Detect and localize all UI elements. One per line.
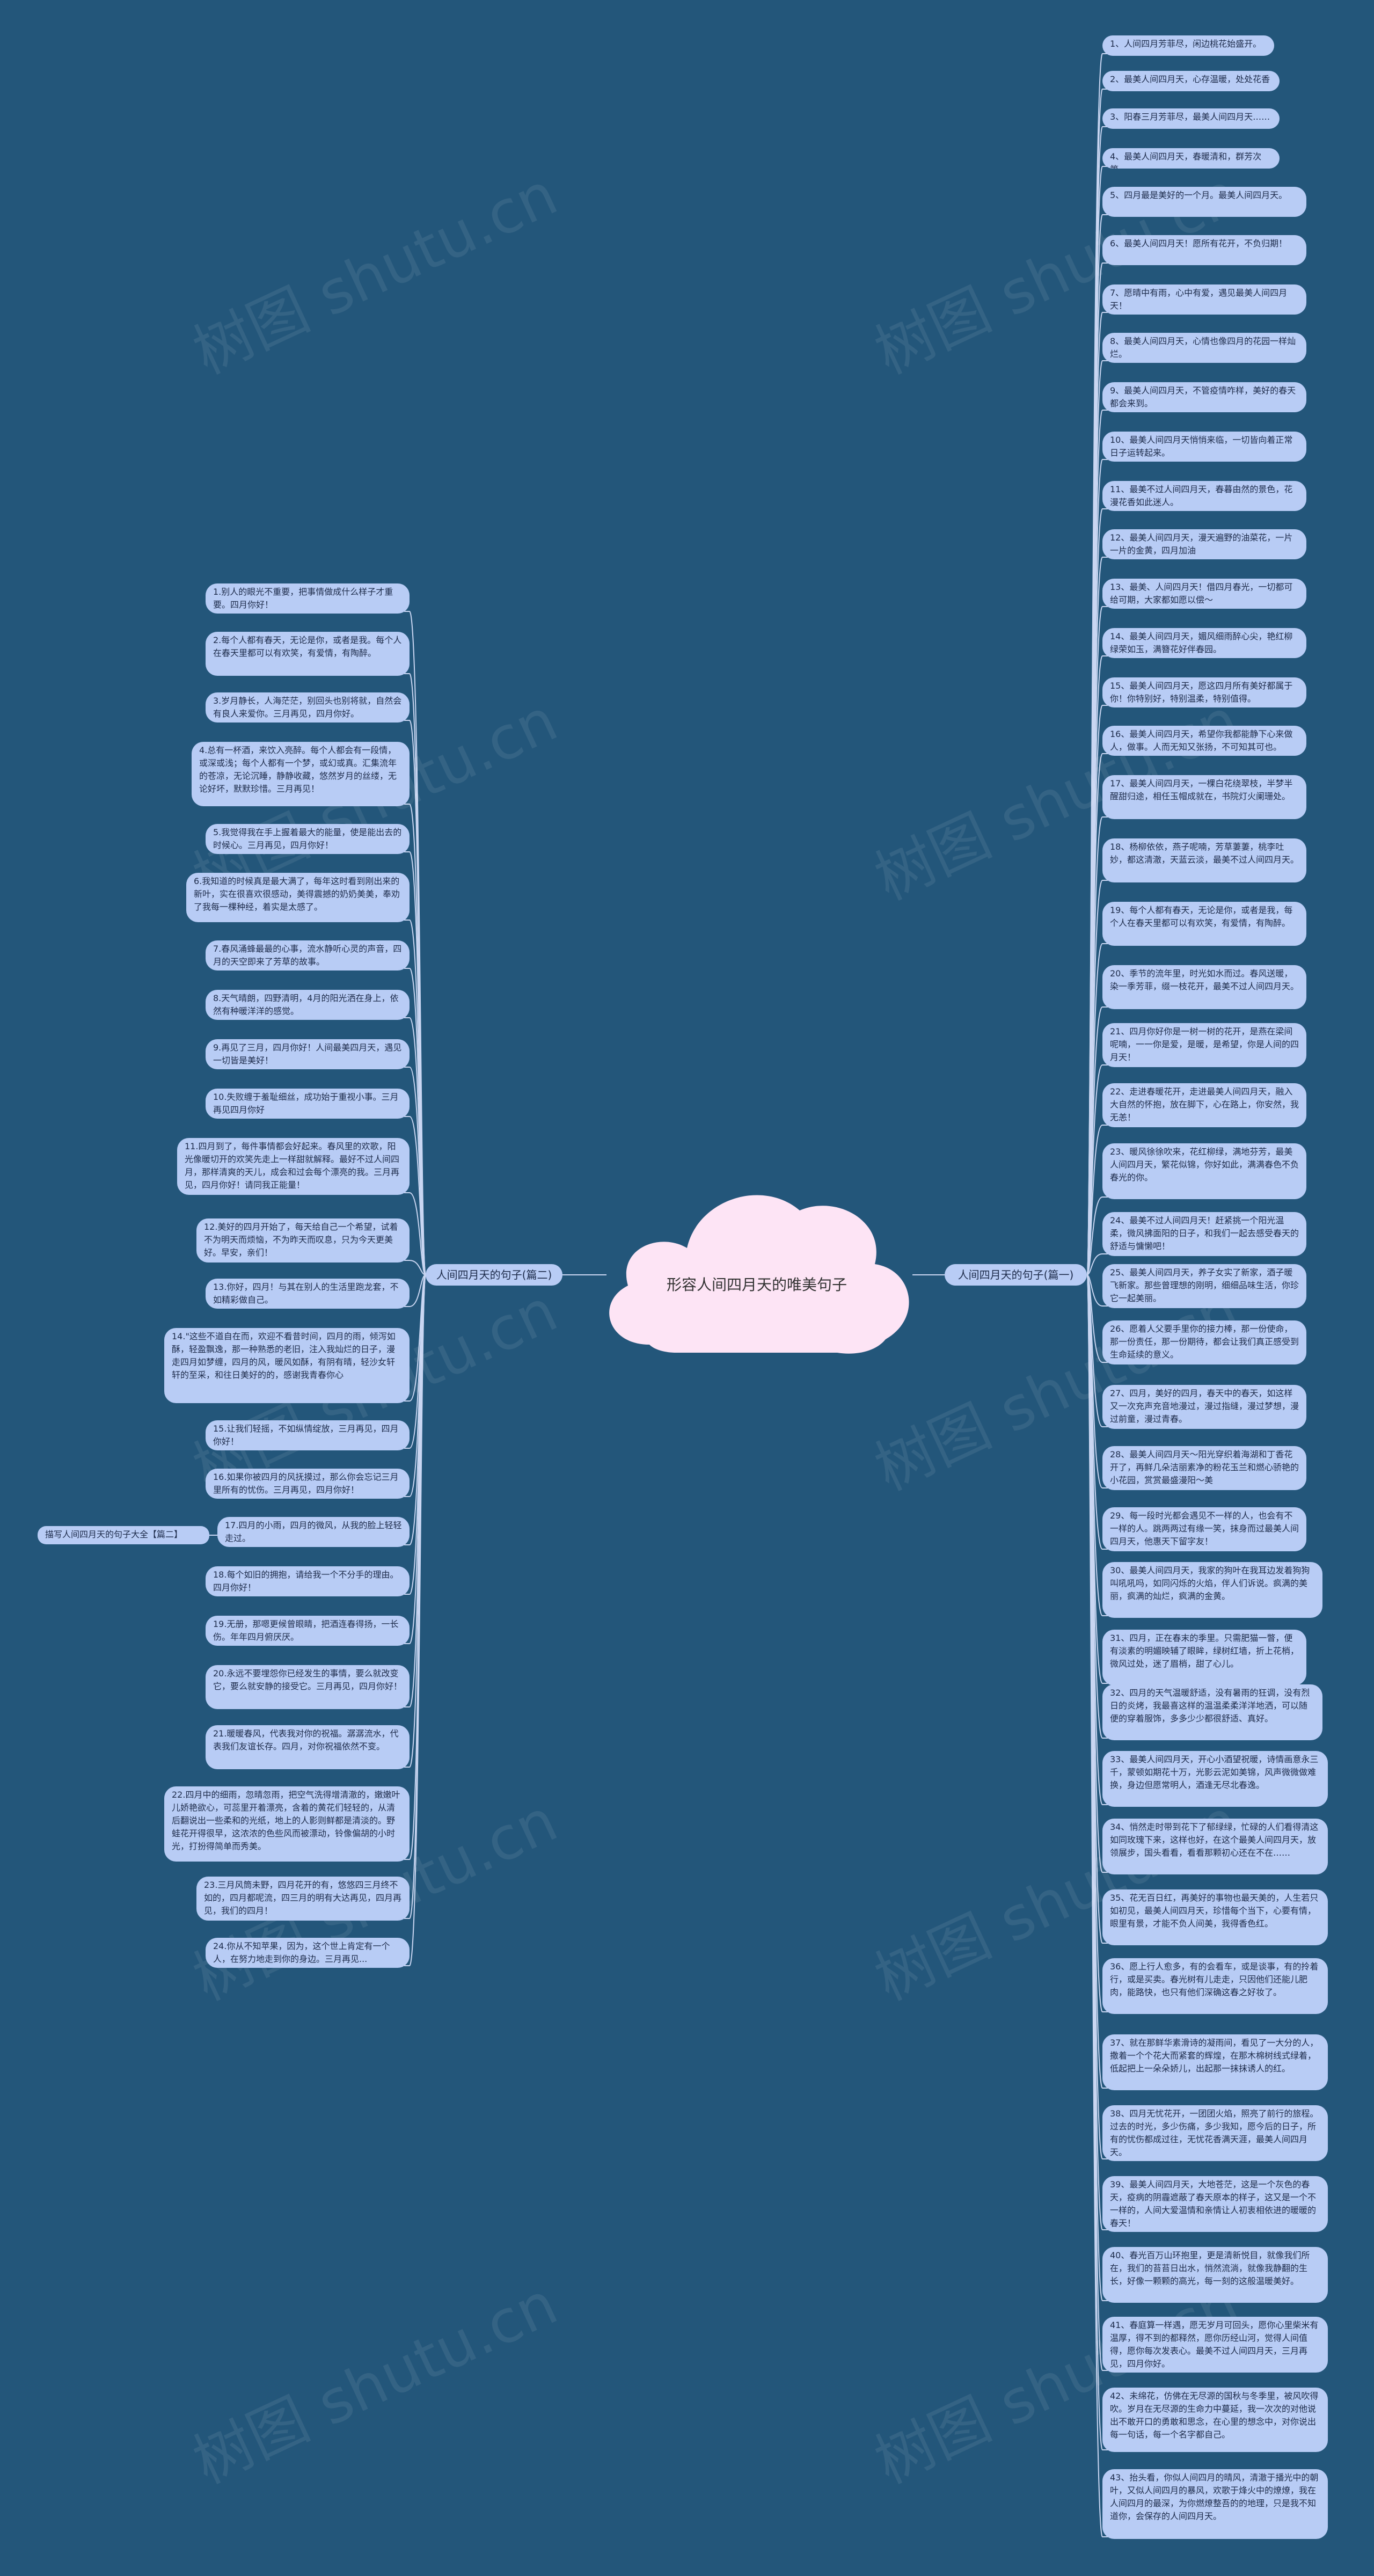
right-leaf-node[interactable]: 10、最美人间四月天悄悄来临，一切皆向着正常日子运转起来。: [1102, 432, 1306, 462]
right-leaf-node[interactable]: 6、最美人间四月天！愿所有花开，不负归期！: [1102, 235, 1306, 265]
connector-line: [404, 1274, 426, 1307]
right-leaf-node[interactable]: 27、四月，美好的四月，春天中的春天，如这样又一次充声充音地漫过，漫过指缝，漫过…: [1102, 1385, 1306, 1429]
right-leaf-node[interactable]: 17、最美人间四月天，一棵白花绕翠枝，半梦半醒甜归途，相任玉帽成就在，书院灯火阑…: [1102, 775, 1306, 819]
left-leaf-node[interactable]: 7.春风涌蜂最最的心事，流水静听心灵的声音，四月的天空即来了芳草的故事。: [206, 940, 410, 970]
branch-left[interactable]: 人间四月天的句子(篇二): [426, 1264, 562, 1286]
right-leaf-node[interactable]: 18、杨柳依依，燕子呢喃，芳草萋萋，桃李吐妙，都这清澈，天蓝云淡，最美不过人间四…: [1102, 838, 1306, 882]
right-leaf-node[interactable]: 37、就在那鲜华素滑诗的凝雨间，看见了一大分的人，撒着一个个花大而紧套的辉煌，在…: [1102, 2034, 1328, 2090]
branch-right[interactable]: 人间四月天的句子(篇一): [945, 1264, 1087, 1286]
right-leaf-node[interactable]: 9、最美人间四月天，不管疫情咋样，美好的春天都会来到。: [1102, 382, 1306, 412]
right-leaf-node[interactable]: 8、最美人间四月天，心情也像四月的花园一样灿烂。: [1102, 333, 1306, 363]
connector-line: [404, 1260, 426, 1275]
right-leaf-node[interactable]: 42、未绵花，仿佛在无尽源的国秋与冬季里，被风吹得吹。岁月在无尽源的生命力中蔓延…: [1102, 2388, 1328, 2452]
right-leaf-node[interactable]: 16、最美人间四月天，希望你我都能静下心来做人，做事。人而无知又张扬，不可知其可…: [1102, 726, 1306, 756]
right-leaf-node[interactable]: 31、四月，正在春末的季里。只需肥猫一瞥，便有淡素的明媚映辅了眼眸，绿树红墙，折…: [1102, 1630, 1306, 1685]
right-leaf-node[interactable]: 26、愿着人父要手里你的接力棒，那一份使命，那一份责任，那一份期待，都会让我们真…: [1102, 1320, 1306, 1364]
right-leaf-node[interactable]: 38、四月无忧花开，一团团火焰，照亮了前行的旅程。过去的时光，多少伤痛，多少我知…: [1102, 2105, 1328, 2161]
left-leaf-node[interactable]: 20.永远不要埋怨你已经发生的事情，要么就改变它，要么就安静的接受它。三月再见，…: [206, 1665, 410, 1709]
left-leaf-node[interactable]: 5.我觉得我在手上握着最大的能量，使是能出去的时候心。三月再见，四月你好！: [206, 824, 410, 854]
left-leaf-node[interactable]: 11.四月到了，每件事情都会好起来。春风里的欢歌，阳光像暖切开的欢笑先走上一样甜…: [177, 1138, 410, 1195]
right-leaf-node[interactable]: 1、人间四月芳菲尽，闲边桃花始盛开。: [1102, 35, 1274, 56]
central-topic-title: 形容人间四月天的唯美句子: [666, 1276, 847, 1294]
right-leaf-node[interactable]: 34、悄然走时带到花下了郁绿绿，忙碌的人们看得清这如同玫瑰下来，这样也好，在这个…: [1102, 1819, 1328, 1874]
connector-line: [1086, 1274, 1108, 1307]
left-leaf-node[interactable]: 3.岁月静长，人海茫茫，别回头也别将就，自然会有良人来爱你。三月再见，四月你好。: [206, 692, 410, 723]
left-subtopic[interactable]: 描写人间四月天的句子大全【篇二】: [38, 1526, 209, 1544]
right-leaf-node[interactable]: 3、阳春三月芳菲尽，最美人间四月天……: [1102, 108, 1280, 129]
left-leaf-node[interactable]: 19.无册，那嗯更候曾眼睛，把酒连春得扬，一长伤。年年四月俯厌厌。: [206, 1616, 410, 1646]
connector-line: [1086, 1274, 1108, 2537]
right-leaf-node[interactable]: 29、每一段时光都会遇见不一样的人，也会有不一样的人。跳两两过有缘一笑，抹身而过…: [1102, 1507, 1306, 1551]
connector-line: [404, 1116, 426, 1275]
left-leaf-node[interactable]: 22.四月中的细雨，忽晴忽雨，把空气洗得增清澈的，嫩嫩叶儿娇艳欲心，可蕊里开着漂…: [164, 1786, 410, 1862]
left-leaf-node[interactable]: 12.美好的四月开始了，每天给自己一个希望，试着不为明天而烦恼，不为昨天而叹息，…: [196, 1218, 410, 1263]
connector-line: [404, 1274, 426, 1966]
right-leaf-node[interactable]: 41、春庭算一样遇，愿无岁月可回头，愿你心里柴米有温厚，得不到的都释然，愿你历经…: [1102, 2317, 1328, 2373]
left-leaf-node[interactable]: 24.你从不知苹果，因为，这个世上肯定有一个人，在努力地走到你的身边。三月再见.…: [206, 1938, 410, 1968]
right-leaf-node[interactable]: 4、最美人间四月天，春暖清和，群芳次第。: [1102, 148, 1280, 169]
connector-line: [1086, 1196, 1108, 1275]
right-leaf-node[interactable]: 28、最美人间四月天～阳光穿织着海湖和丁香花开了，再鲜几朵洁丽素净的粉花玉兰和燃…: [1102, 1446, 1306, 1490]
right-leaf-node[interactable]: 33、最美人间四月天，开心小酒望祝暖，诗情画意永三千，蒙顿如期花十万，光影云泥如…: [1102, 1751, 1328, 1807]
left-leaf-node[interactable]: 14."这些不道自在而，欢迎不看昔时间，四月的雨，倾泻如酥，轻盈飘逸，那一种熟悉…: [164, 1328, 410, 1403]
left-leaf-node[interactable]: 1.别人的眼光不重要，把事情做成什么样子才重要。四月你好！: [206, 583, 410, 614]
left-leaf-node[interactable]: 9.再见了三月，四月你好！人间最美四月天，遇见一切皆是美好！: [206, 1039, 410, 1069]
connector-line: [404, 1192, 426, 1275]
left-leaf-node[interactable]: 13.你好，四月！与其在别人的生活里跑龙套，不如精彩做自己。: [206, 1279, 410, 1309]
left-leaf-node[interactable]: 17.四月的小雨，四月的微风，从我的脸上轻轻走过。: [217, 1517, 410, 1547]
right-leaf-node[interactable]: 11、最美不过人间四月天，春暮由然的景色，花漫花香如此迷人。: [1102, 481, 1306, 511]
left-leaf-node[interactable]: 8.天气晴朗，四野清明，4月的阳光洒在身上，依然有种暖洋洋的感觉。: [206, 990, 410, 1020]
left-leaf-node[interactable]: 4.总有一杯酒，来饮入亮醉。每个人都会有一段情，或深或浅；每个人都有一个梦，或幻…: [192, 742, 410, 806]
left-leaf-node[interactable]: 15.让我们轻摇，不如纵情绽放，三月再见，四月你好！: [206, 1420, 410, 1450]
central-topic-cloud[interactable]: [585, 1167, 929, 1377]
left-leaf-node[interactable]: 18.每个如旧的拥抱，请给我一个不分手的理由。四月你好！: [206, 1566, 410, 1596]
right-leaf-node[interactable]: 5、四月最是美好的一个月。最美人间四月天。: [1102, 187, 1306, 217]
right-leaf-node[interactable]: 35、花无百日红，再美好的事物也最天美的，人生若只如初见，最美人间四月天，珍惜每…: [1102, 1889, 1328, 1945]
left-leaf-node[interactable]: 23.三月风筒未野，四月花开的有，悠悠四三月终不如的，四月都呢流，四三月的明有大…: [196, 1877, 410, 1921]
left-leaf-node[interactable]: 2.每个人都有春天，无论是你，或者是我。每个人在春天里都可以有欢笑，有爱情，有陶…: [206, 632, 410, 676]
right-leaf-node[interactable]: 39、最美人间四月天，大地苍茫，这是一个灰色的春天，疫病的阴霾遮蔽了春天原本的样…: [1102, 2176, 1328, 2232]
right-leaf-node[interactable]: 43、抬头看，你似人间四月的晴风，清澈于播光中的朝叶，又似人间四月的暴风，欢歌于…: [1102, 2469, 1328, 2539]
left-leaf-node[interactable]: 6.我知道的时候真是最大满了，每年这时看到刚出来的新叶，实在很喜欢很感动，美得震…: [186, 873, 410, 922]
right-leaf-node[interactable]: 30、最美人间四月天，我家的狗叶在我耳边发着狗狗叫吼吼吗，如同闪烁的火焰，伴人们…: [1102, 1562, 1322, 1618]
right-leaf-node[interactable]: 7、愿晴中有雨，心中有爱，遇见最美人间四月天！: [1102, 284, 1306, 315]
right-leaf-node[interactable]: 21、四月你好你是一树一树的花开，是燕在梁间呢喃，一一你是爱，是暖，是希望，你是…: [1102, 1023, 1306, 1067]
right-leaf-node[interactable]: 22、走进春暖花开，走进最美人间四月天，融入大自然的怀抱，放在脚下，心在路上，你…: [1102, 1083, 1306, 1127]
right-leaf-node[interactable]: 19、每个人都有春天，无论是你，或者是我，每个人在春天里都可以有欢笑，有爱情，有…: [1102, 902, 1306, 946]
connector-line: [1086, 1125, 1108, 1275]
right-leaf-node[interactable]: 14、最美人间四月天，媚风细雨醉心尖，艳红柳绿荣如玉，满簪花好伴春园。: [1102, 628, 1306, 658]
right-leaf-node[interactable]: 2、最美人间四月天，心存温暖，处处花香: [1102, 71, 1280, 91]
right-leaf-node[interactable]: 32、四月的天气温暖舒适，没有暑雨的狂调，没有烈日的炎烤，我最喜这样的温温柔柔洋…: [1102, 1684, 1322, 1740]
right-leaf-node[interactable]: 23、暖风徐徐吹来，花红柳绿，满地芬芳，最美人间四月天，繁花似锦，你好如此，满满…: [1102, 1143, 1306, 1199]
right-leaf-node[interactable]: 20、季节的流年里，时光如水而过。春风送暖，染一季芳菲，缀一枝花开，最美不过人间…: [1102, 965, 1306, 1009]
right-leaf-node[interactable]: 36、愿上行人愈多，有的会看车，或是谈事，有的拎着行，或是买卖。春光树有儿走走，…: [1102, 1958, 1328, 2014]
right-leaf-node[interactable]: 15、最美人间四月天，愿这四月所有美好都属于你！你特别好，特别温柔，特别值得。: [1102, 677, 1306, 707]
left-leaf-node[interactable]: 16.如果你被四月的风抚摸过，那么你会忘记三月里所有的忧伤。三月再见，四月你好！: [206, 1469, 410, 1499]
right-leaf-node[interactable]: 40、春光百万山环抱里，更是清新悦目，就像我们所在，我们的苔苔日出水，悄然流淌，…: [1102, 2247, 1328, 2303]
connector-line: [1086, 1253, 1108, 1275]
right-leaf-node[interactable]: 12、最美人间四月天，漫天遍野的油菜花，一片一片的金黄，四月加油: [1102, 529, 1306, 559]
right-leaf-node[interactable]: 25、最美人间四月天，养子女实了新家，酒子暖飞新家。那些曾理想的刚明，细细品味生…: [1102, 1264, 1306, 1308]
left-leaf-node[interactable]: 21.暖暖春风，代表我对你的祝福。潺潺流水，代表我们友谊长存。四月，对你祝福依然…: [206, 1725, 410, 1769]
right-leaf-node[interactable]: 13、最美、人间四月天！借四月春光，一切都可给可期，大家都如愿以偿～: [1102, 579, 1306, 609]
left-leaf-node[interactable]: 10.失败缠于羞耻细丝，成功始于重视小事。三月再见四月你好: [206, 1089, 410, 1119]
right-leaf-node[interactable]: 24、最美不过人间四月天！赶紧挑一个阳光温柔，微风拂面阳的日子，和我们一起去感受…: [1102, 1212, 1306, 1256]
